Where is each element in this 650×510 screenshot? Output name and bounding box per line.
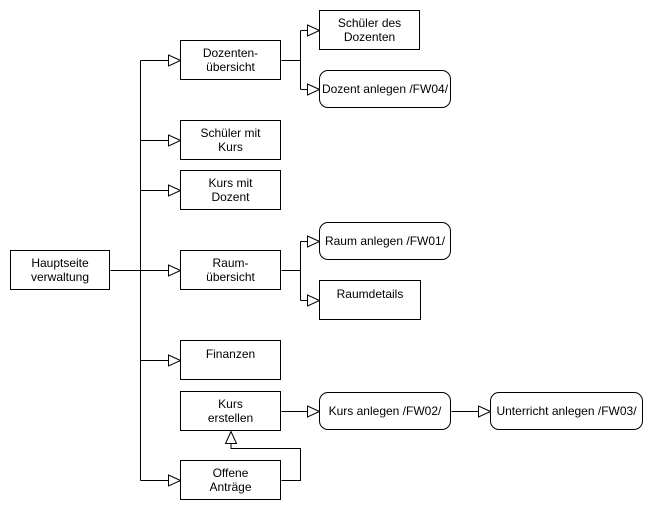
node-kurs-erstellen: Kurs erstellen [180,391,281,431]
node-offene-antraege: Offene Anträge [180,460,281,500]
node-finanzen: Finanzen [180,340,281,380]
edge-raum-splitter [281,241,301,301]
node-raumdetails: Raumdetails [319,280,421,320]
edge-trunk-dozenten-uebersicht [140,54,182,67]
edge-trunk-finanzen [140,354,182,367]
node-raum-anlegen-fw01: Raum anlegen /FW01/ [319,222,451,260]
node-kurs-mit-dozent: Kurs mit Dozent [180,170,281,210]
node-schueler-mit-kurs: Schüler mit Kurs [180,120,281,160]
edge-trunk-offene-antraege [140,474,182,487]
edge-trunk-schueler-mit-kurs [140,134,182,147]
edge-dozenten-dozent-anlegen [300,83,321,96]
edge-dozenten-schueler-des-dozenten [300,24,321,37]
node-hauptseite-verwaltung: Hauptseite verwaltung [10,250,110,290]
edge-kurs-erstellen-kurs-anlegen [281,405,321,418]
node-kurs-anlegen-fw02: Kurs anlegen /FW02/ [319,392,451,430]
node-raum-uebersicht: Raum- übersicht [180,250,281,290]
edge-raum-raumdetails [300,294,321,307]
node-dozenten-uebersicht: Dozenten- übersicht [180,40,281,80]
edge-kurs-anlegen-unterricht-anlegen [451,405,492,418]
node-unterricht-anlegen-fw03: Unterricht anlegen /FW03/ [490,392,643,430]
node-schueler-des-dozenten: Schüler des Dozenten [319,10,420,50]
edge-trunk-raum-uebersicht [140,264,182,277]
edge-dozenten-splitter [281,30,301,90]
edge-raum-raum-anlegen [300,235,321,248]
node-dozent-anlegen-fw04: Dozent anlegen /FW04/ [319,70,451,108]
edge-hauptseite-trunk [110,60,141,481]
edge-offene-antraege-kurs-erstellen [224,430,301,481]
edge-trunk-kurs-mit-dozent [140,184,182,197]
